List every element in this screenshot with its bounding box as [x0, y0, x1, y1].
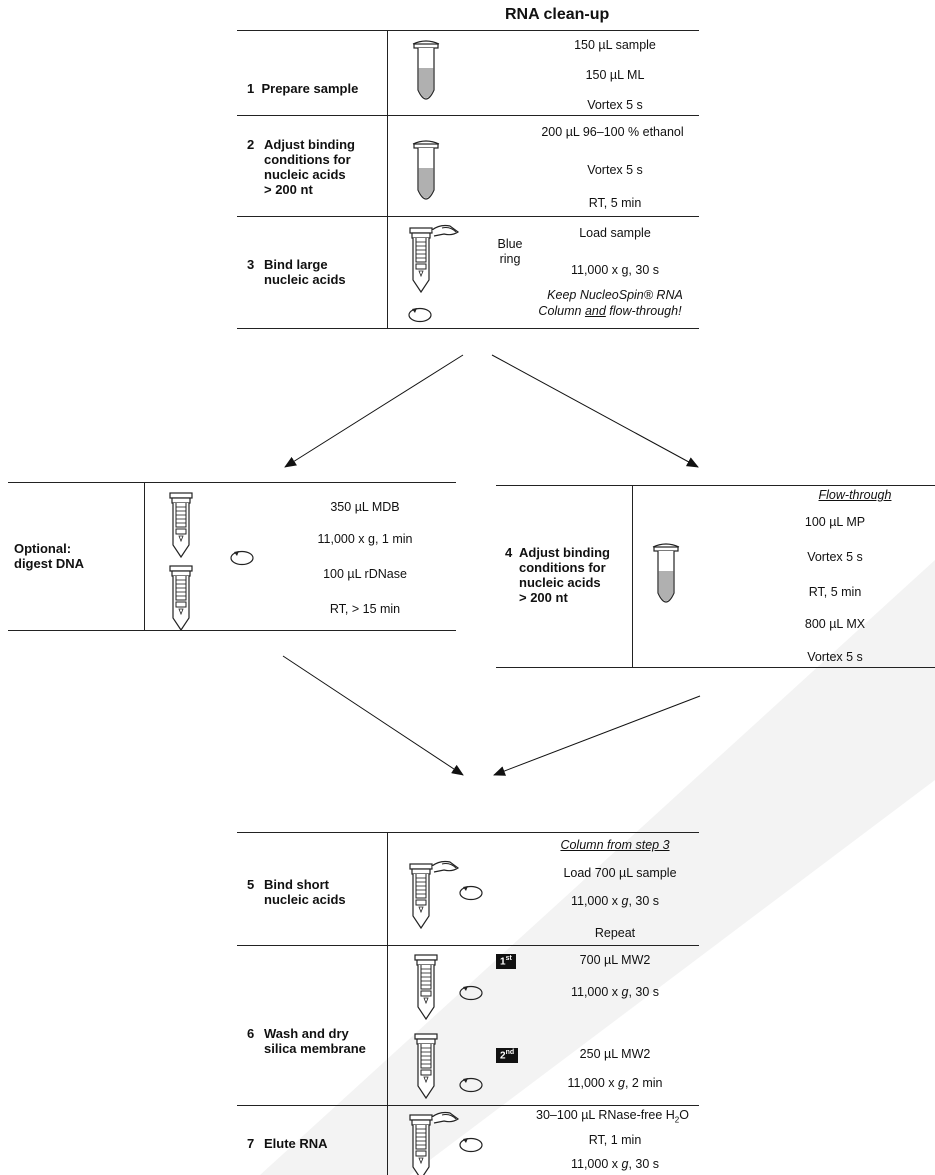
step-6-first-line-1: 700 µL MW2: [579, 953, 651, 967]
step-4-line-4: 800 µL MX: [804, 617, 866, 631]
step-3-note-1: Keep NucleoSpin® RNA: [547, 288, 683, 302]
spin-column-icon: [169, 492, 193, 559]
second-wash-badge: 2nd: [496, 1048, 519, 1064]
step-6-first-line-2: 11,000 x g, 30 s: [570, 985, 660, 999]
step-1-line-2: 150 µL ML: [585, 68, 645, 82]
step-1-line-3: Vortex 5 s: [587, 98, 643, 112]
step-3-note-2: Column and flow-through!: [538, 304, 682, 318]
step-6-second-line-2: 11,000 x g, 2 min: [567, 1076, 663, 1090]
optional-line-4: RT, > 15 min: [329, 602, 401, 616]
step-4-header: Flow-through: [818, 488, 892, 502]
step-6-number: 6: [247, 1026, 255, 1041]
optional-line-1: 350 µL MDB: [330, 500, 400, 514]
spin-column-icon: [409, 860, 460, 930]
step-6-label: Wash and dry silica membrane: [264, 1026, 366, 1056]
step-4-line-3: RT, 5 min: [808, 585, 862, 599]
step-5-repeat: Repeat: [594, 926, 636, 940]
step-6-second-line-1: 250 µL MW2: [579, 1047, 651, 1061]
optional-line-2: 11,000 x g, 1 min: [317, 532, 413, 546]
spin-column-icon: [409, 224, 460, 294]
step-3-line-1: Load sample: [579, 226, 651, 240]
step-4-line-2: Vortex 5 s: [807, 550, 863, 564]
centrifuge-rotate-icon: [459, 1077, 483, 1093]
microcentrifuge-tube-icon: [412, 40, 440, 100]
step-2-label: Adjust binding conditions for nucleic ac…: [264, 137, 355, 197]
step-4-number: 4: [505, 545, 513, 560]
spin-column-icon: [414, 1033, 438, 1100]
step-4-label: Adjust binding conditions for nucleic ac…: [519, 545, 610, 605]
microcentrifuge-tube-icon: [652, 543, 680, 603]
step-7-line-1: 30–100 µL RNase-free H2O: [536, 1108, 689, 1125]
microcentrifuge-tube-icon: [412, 140, 440, 200]
step-5-header: Column from step 3: [560, 838, 670, 852]
first-wash-badge: 1st: [496, 954, 516, 970]
step-2-line-2: Vortex 5 s: [587, 163, 643, 177]
step-7-number: 7: [247, 1136, 255, 1151]
step-1-line-1: 150 µL sample: [574, 38, 656, 52]
step-5-number: 5: [247, 877, 255, 892]
spin-column-icon: [414, 954, 438, 1021]
step-4-line-1: 100 µL MP: [804, 515, 866, 529]
step-3-number: 3: [247, 257, 255, 272]
step-2-number: 2: [247, 137, 255, 152]
spin-column-icon: [169, 565, 193, 632]
step-7-line-3: 11,000 x g, 30 s: [570, 1157, 660, 1171]
step-5-label: Bind short nucleic acids: [264, 877, 346, 907]
step-5-spin: 11,000 x g, 30 s: [570, 894, 660, 908]
step-3-label: Bind large nucleic acids: [264, 257, 346, 287]
step-2-line-1: 200 µL 96–100 % ethanol: [541, 125, 684, 139]
step-2-line-3: RT, 5 min: [588, 196, 642, 210]
centrifuge-rotate-icon: [459, 985, 483, 1001]
optional-line-3: 100 µL rDNase: [323, 567, 407, 581]
blue-ring-label: Blue ring: [497, 237, 523, 266]
step-7-label: Elute RNA: [264, 1136, 328, 1151]
centrifuge-rotate-icon: [459, 1137, 483, 1153]
centrifuge-rotate-icon: [230, 550, 254, 566]
step-4-line-5: Vortex 5 s: [807, 650, 863, 664]
optional-digest-label: Optional: digest DNA: [14, 541, 85, 571]
step-1-label: 1 Prepare sample: [247, 81, 359, 96]
centrifuge-rotate-icon: [459, 885, 483, 901]
step-7-line-2: RT, 1 min: [588, 1133, 642, 1147]
centrifuge-rotate-icon: [408, 307, 432, 323]
spin-column-icon: [409, 1111, 460, 1175]
step-5-load: Load 700 µL sample: [563, 866, 677, 880]
page-title: RNA clean-up: [505, 6, 610, 23]
step-3-line-2: 11,000 x g, 30 s: [570, 263, 660, 277]
